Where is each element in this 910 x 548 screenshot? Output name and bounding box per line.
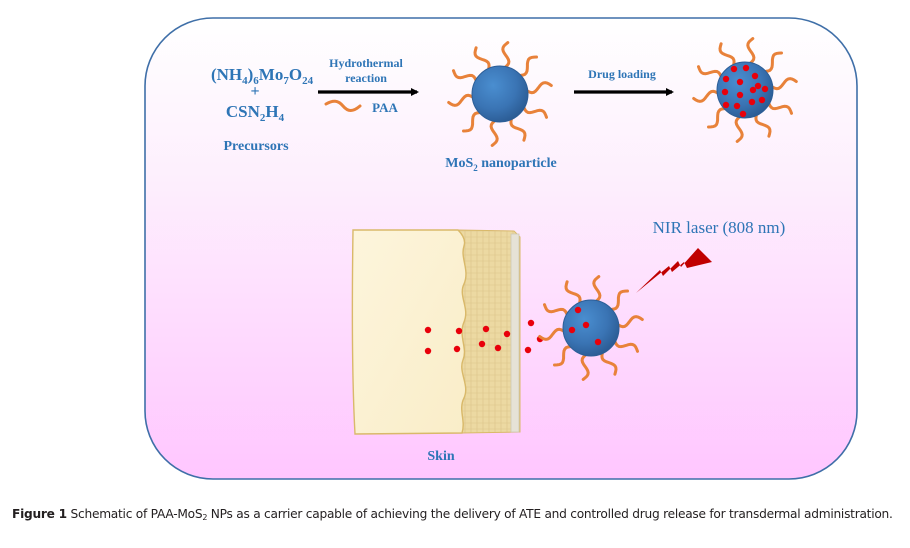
drug-loaded-nanoparticle — [692, 37, 798, 143]
paa-ligand — [600, 349, 618, 376]
caption-subscript: 2 — [202, 513, 208, 522]
paa-ligand — [553, 345, 575, 367]
drug-dot — [455, 327, 463, 335]
drug-dot — [722, 101, 730, 109]
drug-dot — [733, 102, 741, 110]
nir-laser-label: NIR laser (808 nm) — [653, 218, 786, 237]
skin-epidermis — [351, 229, 467, 435]
drug-dot — [594, 338, 602, 346]
paa-ligand — [592, 275, 602, 304]
plus-sign: + — [250, 83, 259, 100]
paa-ligand — [580, 352, 590, 381]
drug-dot — [568, 326, 576, 334]
lightning-bolt-icon — [636, 248, 712, 293]
paa-ligand — [509, 115, 527, 142]
paa-ligand — [734, 114, 744, 143]
paa-label: PAA — [372, 100, 398, 115]
drug-dot — [742, 64, 750, 72]
drug-dot — [754, 82, 762, 90]
drug-dot — [582, 321, 590, 329]
paa-ligand — [766, 100, 793, 115]
drug-dot — [758, 96, 766, 104]
caption-text-suffix: NPs as a carrier capable of achieving th… — [207, 507, 893, 521]
drug-dot — [424, 347, 432, 355]
paa-ligand — [754, 111, 772, 138]
paa-ligand — [718, 42, 736, 69]
paa-ligand — [521, 104, 548, 119]
paa-ligand — [447, 93, 476, 107]
drug-dot — [736, 91, 744, 99]
nanoparticle-near-skin — [538, 275, 644, 381]
precursor-formula-2: CSN2H4 — [226, 102, 285, 124]
mos2-nanoparticle — [447, 41, 553, 147]
paa-ligand — [615, 315, 644, 329]
precursor-formula-1: (NH4)6Mo7O24 — [211, 65, 314, 87]
precursors-group: (NH4)6Mo7O24 + CSN2H4 Precursors — [211, 65, 314, 154]
paa-ligand — [746, 37, 756, 66]
nir-laser: NIR laser (808 nm) — [636, 218, 785, 293]
drug-dot — [574, 306, 582, 314]
drug-dot — [478, 340, 486, 348]
drug-dot — [424, 326, 432, 334]
paa-ligand — [697, 65, 724, 80]
drug-loading-label: Drug loading — [588, 67, 656, 81]
hydrothermal-label-line1: Hydrothermal — [329, 56, 403, 70]
paa-ligand — [516, 55, 538, 77]
drug-dot — [751, 72, 759, 80]
drug-dot — [722, 75, 730, 83]
drug-dot — [736, 78, 744, 86]
paa-ligand — [761, 51, 783, 73]
drug-dot — [721, 88, 729, 96]
paa-ligand — [564, 280, 582, 307]
mos2-sphere — [716, 61, 774, 119]
paa-ligand — [538, 327, 567, 341]
figure-caption: Figure 1 Schematic of PAA-MoS2 NPs as a … — [12, 507, 910, 522]
drug-dot — [749, 86, 757, 94]
hydrothermal-label-line2: reaction — [345, 71, 387, 85]
drug-dot — [494, 344, 502, 352]
paa-ligand — [769, 77, 798, 91]
paa-ligand — [612, 338, 639, 353]
paa-ligand — [501, 41, 511, 70]
paa-ligand — [489, 118, 499, 147]
paa-ligand — [692, 89, 721, 103]
mos2-sphere — [471, 65, 529, 123]
nanoparticle-label: MoS2 nanoparticle — [445, 156, 556, 173]
skin-block: Skin — [351, 229, 521, 464]
paa-ligand-icon — [324, 99, 362, 112]
drug-dot — [453, 345, 461, 353]
drug-dot — [761, 85, 769, 93]
skin-label: Skin — [427, 449, 454, 464]
paa-ligand — [707, 107, 729, 129]
paa-ligand — [524, 81, 553, 95]
paa-ligand — [607, 289, 629, 311]
skin-stratum-corneum — [510, 233, 520, 433]
paa-ligand — [462, 111, 484, 133]
drug-dot — [748, 98, 756, 106]
hydrothermal-step: Hydrothermal reaction PAA — [318, 56, 419, 115]
paa-ligand — [452, 69, 479, 84]
drug-dot — [524, 346, 532, 354]
drug-dot — [730, 65, 738, 73]
drug-dot — [527, 319, 535, 327]
caption-text-prefix: Schematic of PAA-MoS — [66, 507, 203, 521]
drug-dot — [482, 325, 490, 333]
mos2-sphere — [562, 299, 620, 357]
drug-dot — [503, 330, 511, 338]
paa-ligand — [543, 303, 570, 318]
paa-ligand — [473, 46, 491, 73]
drug-dot — [739, 110, 747, 118]
precursors-label: Precursors — [223, 139, 289, 154]
drug-loading-step: Drug loading — [574, 67, 674, 96]
figure-label: Figure 1 — [12, 507, 67, 521]
